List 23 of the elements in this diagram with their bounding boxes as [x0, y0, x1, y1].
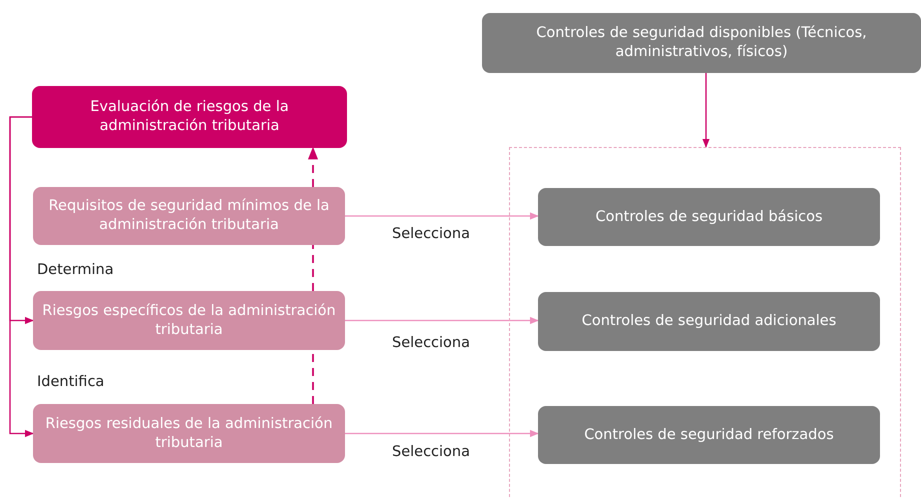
arrow	[345, 430, 539, 438]
controls-box	[538, 188, 880, 246]
risk-box	[33, 404, 345, 463]
box-text: Controles de seguridad básicos	[595, 208, 823, 226]
assessment-box	[32, 86, 347, 148]
controls-box	[482, 13, 921, 73]
controls-box	[538, 406, 880, 464]
requirements-box	[33, 187, 345, 245]
box-text: Riesgos específicos de la administración tributaria	[41, 302, 337, 340]
arrow	[702, 73, 710, 148]
arrow	[345, 212, 539, 220]
box-text: Evaluación de riesgos de la administración tributaria	[89, 98, 290, 136]
box-text: Controles de seguridad disponibles (Técnicos, administrativos, físicos)	[535, 24, 868, 62]
risk-box	[33, 291, 345, 350]
box-text: Requisitos de seguridad mínimos de la administración tributaria	[48, 197, 330, 235]
arrow	[9, 116, 34, 438]
box-text: Controles de seguridad reforzados	[584, 426, 834, 444]
arrow	[345, 316, 539, 324]
dashed-arrow	[308, 146, 318, 187]
dashed-container	[509, 147, 901, 498]
box-text: Controles de seguridad adicionales	[582, 312, 836, 331]
box-text: Riesgos residuales de la administración tributaria	[44, 414, 334, 452]
controls-box	[538, 292, 880, 351]
